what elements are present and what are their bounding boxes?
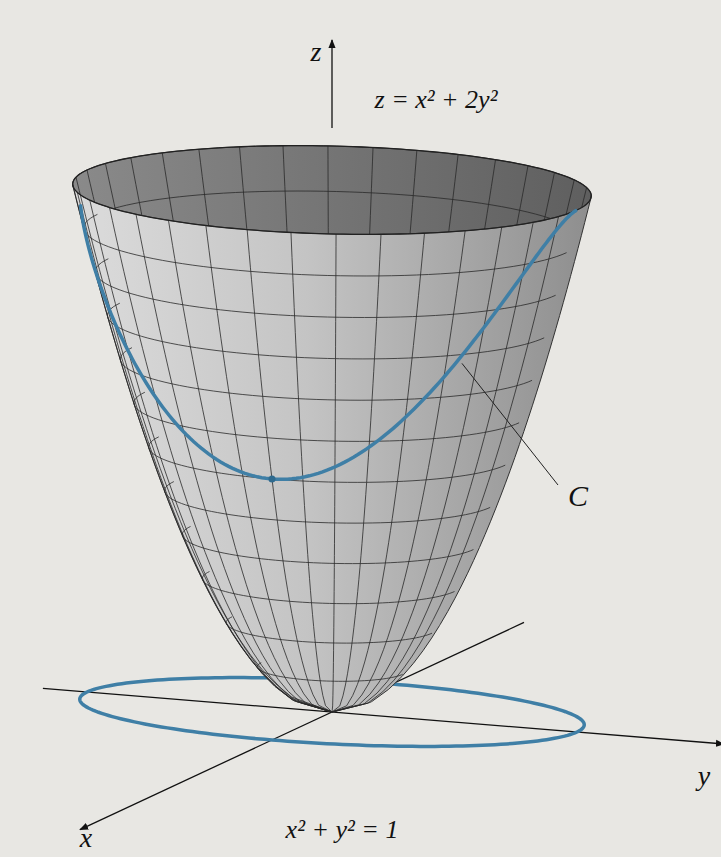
mesh-line	[76, 177, 332, 712]
mesh-line	[332, 234, 381, 712]
rim	[73, 146, 592, 235]
mesh-line	[332, 233, 424, 712]
paraboloid-surface	[73, 146, 592, 712]
circle-equation: x² + y² = 1	[286, 817, 399, 843]
axis-label: x	[80, 824, 92, 852]
mesh-line	[226, 617, 432, 643]
mesh-line	[202, 572, 454, 604]
mesh-line	[332, 227, 502, 712]
mesh-line	[149, 437, 506, 483]
mesh-line	[182, 526, 473, 563]
mesh-line	[332, 160, 496, 712]
mesh-line	[332, 231, 465, 712]
surface-outside	[73, 146, 591, 712]
mesh-line	[73, 170, 577, 234]
mesh-line	[168, 220, 332, 712]
outer-mesh	[73, 170, 577, 712]
z-axis	[331, 40, 332, 128]
mesh-line	[206, 226, 332, 712]
mesh-line	[95, 259, 555, 318]
curve-point	[269, 476, 276, 483]
mesh-line	[332, 173, 554, 712]
mesh-line	[131, 158, 332, 712]
curve-c-path	[81, 206, 576, 480]
mesh-line	[105, 163, 332, 712]
axes-front	[332, 40, 558, 485]
y-axis	[43, 688, 721, 744]
mesh-line	[174, 466, 499, 508]
mesh-line	[332, 195, 591, 712]
mesh-line	[332, 148, 373, 712]
mesh-line	[332, 217, 559, 712]
mesh-line	[232, 607, 438, 633]
mesh-line	[136, 214, 332, 712]
mesh-line	[332, 188, 587, 712]
axis-label: z	[311, 38, 322, 66]
mesh-line	[162, 153, 332, 712]
surface-inside	[73, 146, 592, 235]
mesh-line	[145, 374, 530, 423]
mesh-line	[108, 237, 568, 296]
curve-c	[81, 206, 576, 483]
mesh-line	[84, 214, 567, 276]
inner-mesh	[87, 146, 591, 712]
axis-label: y	[698, 762, 710, 790]
mesh-line	[332, 154, 458, 712]
mesh-line	[165, 482, 490, 524]
surface-equation: z = x² + 2y²	[375, 87, 498, 113]
mesh-line	[332, 203, 588, 712]
mesh-line	[328, 146, 332, 712]
curve-label: C	[568, 481, 588, 511]
leader-line	[462, 363, 558, 485]
mesh-line	[283, 146, 332, 712]
mesh-line	[332, 210, 577, 712]
mesh-line	[247, 230, 332, 712]
mesh-line	[261, 656, 407, 675]
mesh-line	[332, 234, 336, 712]
mesh-line	[110, 207, 332, 712]
mesh-line	[332, 222, 533, 712]
